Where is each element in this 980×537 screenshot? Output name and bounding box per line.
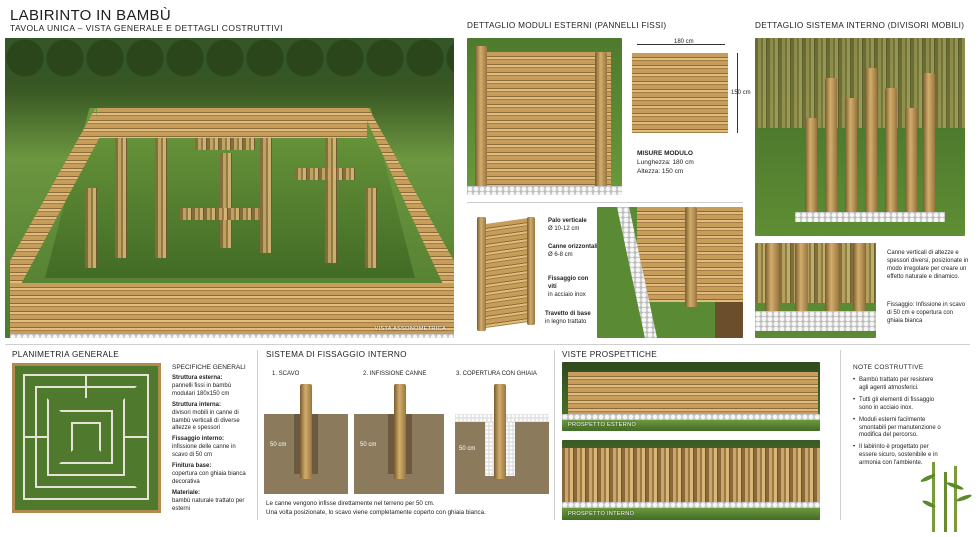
spec-item: Fissaggio interno:infissione delle canne… — [172, 436, 236, 459]
specs-list: Struttura esterna:pannelli fissi in bamb… — [172, 375, 252, 514]
external-wall-detail-photo — [597, 207, 743, 338]
views-section-title: VISTE PROSPETTICHE — [562, 350, 658, 359]
internal-base-photo — [755, 243, 876, 338]
measures-height: Altezza: 150 cm — [637, 168, 684, 175]
page-subtitle: TAVOLA UNICA – VISTA GENERALE E DETTAGLI… — [10, 23, 283, 33]
external-elevation-caption: PROSPETTO ESTERNO — [568, 422, 637, 428]
step-3-label: 3. COPERTURA CON GHIAIA — [456, 371, 537, 377]
external-section-title: DETTAGLIO MODULI ESTERNI (PANNELLI FISSI… — [467, 21, 667, 30]
internal-elevation-photo: PROSPETTO INTERNO — [562, 440, 820, 520]
specs-title: SPECIFICHE GENERALI — [172, 364, 246, 371]
plan-drawing — [12, 363, 161, 513]
fixing-note-2: Una volta posizionate, lo scavo viene co… — [266, 509, 486, 516]
hero-caption: VISTA ASSONOMETRICA — [374, 326, 446, 332]
module-drawing — [632, 53, 728, 133]
module-section-drawing — [475, 213, 535, 331]
internal-dividers-photo — [755, 38, 965, 236]
measures-title: MISURE MODULO — [637, 150, 693, 157]
bamboo-decoration-icon — [918, 462, 973, 532]
plan-section-title: PLANIMETRIA GENERALE — [12, 350, 120, 359]
dim-height: 150 cm — [731, 90, 751, 96]
fixing-note-1: Le canne vengono infisse direttamente ne… — [266, 500, 435, 507]
spec-item: Materiale:bambù naturale trattato per es… — [172, 489, 245, 512]
measures-length: Lunghezza: 180 cm — [637, 159, 694, 166]
dim-width: 180 cm — [674, 39, 694, 45]
note-item: Bambù trattato per resistere agli agenti… — [853, 377, 941, 393]
external-module-photo — [467, 38, 622, 195]
internal-elevation-caption: PROSPETTO INTERNO — [568, 511, 635, 517]
internal-description: Canne verticali di altezze e spessori di… — [887, 250, 969, 280]
spec-item: Struttura interna:divisori mobili in can… — [172, 401, 240, 432]
hero-axonometric-image: VISTA ASSONOMETRICA — [5, 38, 454, 338]
spec-item: Finitura base:copertura con ghiaia bianc… — [172, 463, 246, 485]
fixing-section-title: SISTEMA DI FISSAGGIO INTERNO — [266, 350, 407, 359]
notes-title: NOTE COSTRUTTIVE — [853, 364, 924, 371]
page-title: LABIRINTO IN BAMBÙ — [10, 7, 171, 24]
internal-section-title: DETTAGLIO SISTEMA INTERNO (DIVISORI MOBI… — [755, 21, 965, 30]
note-item: Moduli esterni facilmente smontabili per… — [853, 417, 941, 441]
step-2-label: 2. INFISSIONE CANNE — [363, 371, 427, 377]
spec-item: Struttura esterna:pannelli fissi in bamb… — [172, 375, 232, 397]
external-elevation-photo: PROSPETTO ESTERNO — [562, 362, 820, 431]
internal-fixing-note: Fissaggio: Infissione in scavo di 50 cm … — [887, 302, 966, 324]
step-2-diagram: 50 cm — [354, 384, 444, 494]
note-item: Tutti gli elementi di fissaggio sono in … — [853, 397, 941, 413]
step-1-diagram: 50 cm — [264, 384, 348, 494]
notes-list: Bambù trattato per resistere agli agenti… — [853, 377, 941, 472]
step-3-diagram: 50 cm — [455, 384, 549, 494]
step-1-label: 1. SCAVO — [272, 371, 300, 377]
note-item: Il labirinto è progettato per essere sic… — [853, 444, 941, 468]
